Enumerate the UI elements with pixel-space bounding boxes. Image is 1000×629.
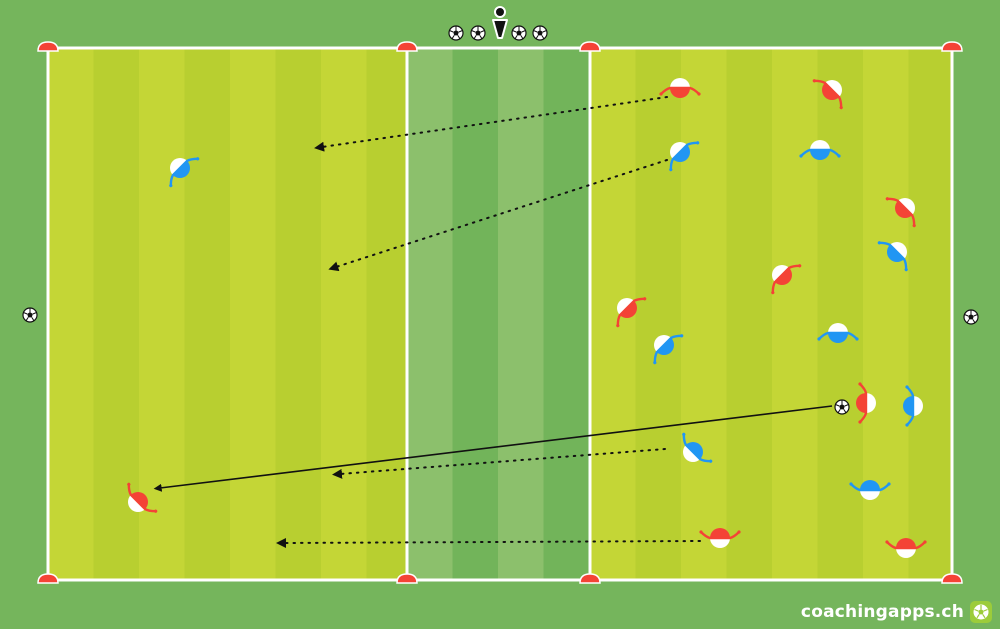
- pass-arrow: [153, 405, 833, 492]
- red-player: [659, 78, 701, 98]
- run-arrow: [314, 96, 668, 152]
- coach-icon: [492, 6, 508, 39]
- cone-marker: [941, 41, 963, 52]
- ball-passes: [153, 405, 833, 492]
- blue-player: [799, 140, 841, 160]
- blue-player: [169, 157, 200, 188]
- cone-marker: [37, 573, 59, 584]
- soccer-ball-icon: [532, 25, 548, 41]
- blue-player: [877, 241, 908, 272]
- cone-marker: [941, 573, 963, 584]
- blue-player: [682, 432, 713, 463]
- soccer-ball-icon: [963, 309, 979, 325]
- run-arrow: [276, 537, 701, 548]
- brand-watermark: coachingapps.ch: [801, 601, 992, 623]
- soccer-ball-icon: [22, 307, 38, 323]
- soccer-ball-icon: [511, 25, 527, 41]
- soccer-ball-icon: [970, 601, 992, 623]
- soccer-ball-icon: [470, 25, 486, 41]
- red-player: [699, 528, 741, 548]
- cone-marker: [396, 41, 418, 52]
- red-player: [856, 382, 876, 424]
- player-runs: [276, 96, 701, 548]
- left-zone: [48, 48, 407, 580]
- red-player: [885, 538, 927, 558]
- blue-player: [849, 480, 891, 500]
- cones: [37, 41, 963, 584]
- red-player: [771, 264, 802, 295]
- blue-player: [653, 334, 684, 365]
- cone-marker: [579, 573, 601, 584]
- field-lines: [46, 46, 954, 582]
- red-player: [616, 297, 647, 328]
- middle-zone: [407, 48, 590, 580]
- players: [127, 78, 927, 558]
- red-player: [812, 79, 843, 110]
- run-arrow: [328, 159, 668, 272]
- red-player: [127, 482, 158, 513]
- brand-text: coachingapps.ch: [800, 602, 964, 622]
- blue-player: [903, 385, 923, 427]
- cone-marker: [37, 41, 59, 52]
- blue-player: [817, 323, 859, 343]
- soccer-ball-icon: [448, 25, 464, 41]
- red-player: [885, 197, 916, 228]
- run-arrow: [332, 448, 666, 479]
- cone-marker: [396, 573, 418, 584]
- right-zone: [590, 48, 952, 580]
- cone-marker: [579, 41, 601, 52]
- blue-player: [669, 141, 700, 172]
- soccer-ball-icon: [834, 399, 850, 415]
